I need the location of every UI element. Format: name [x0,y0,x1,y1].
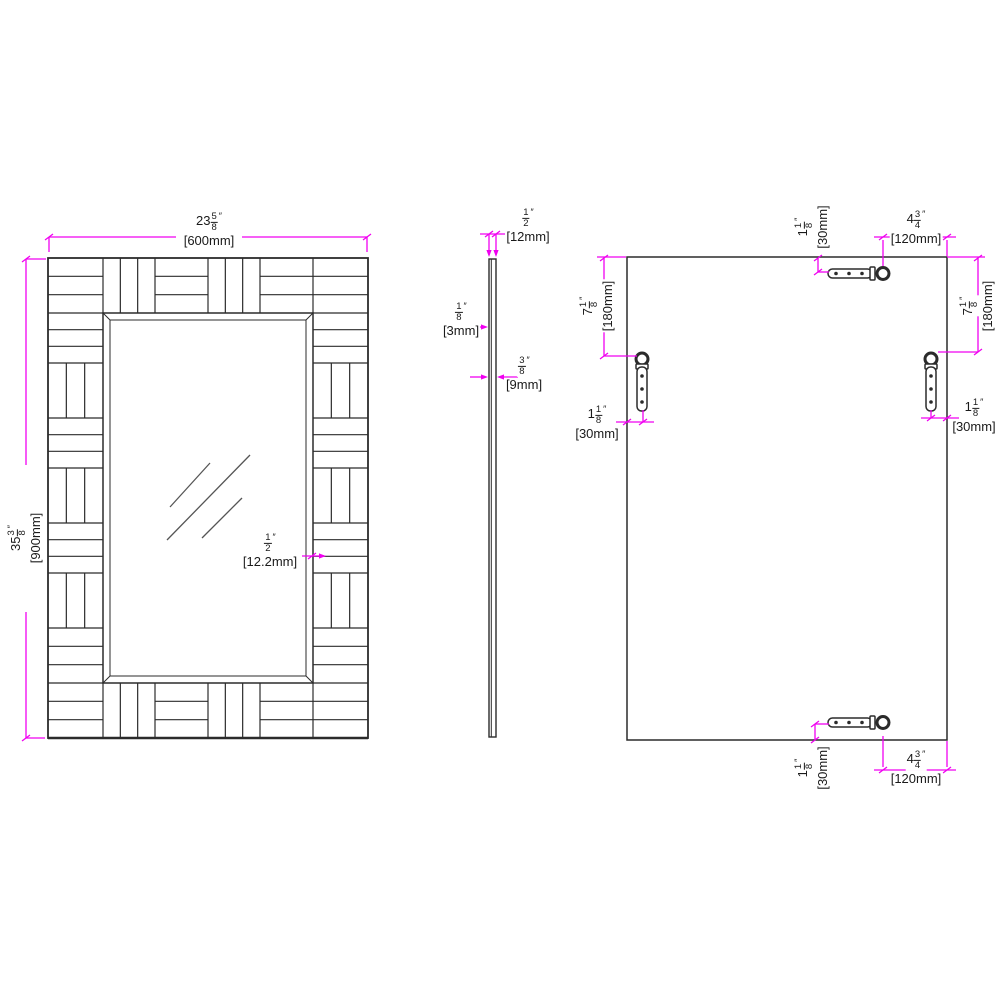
dimension-lines [21,230,985,774]
front-view-drawing [47,257,369,740]
side-profile-drawing [488,258,497,738]
back-view-drawing [626,256,948,741]
